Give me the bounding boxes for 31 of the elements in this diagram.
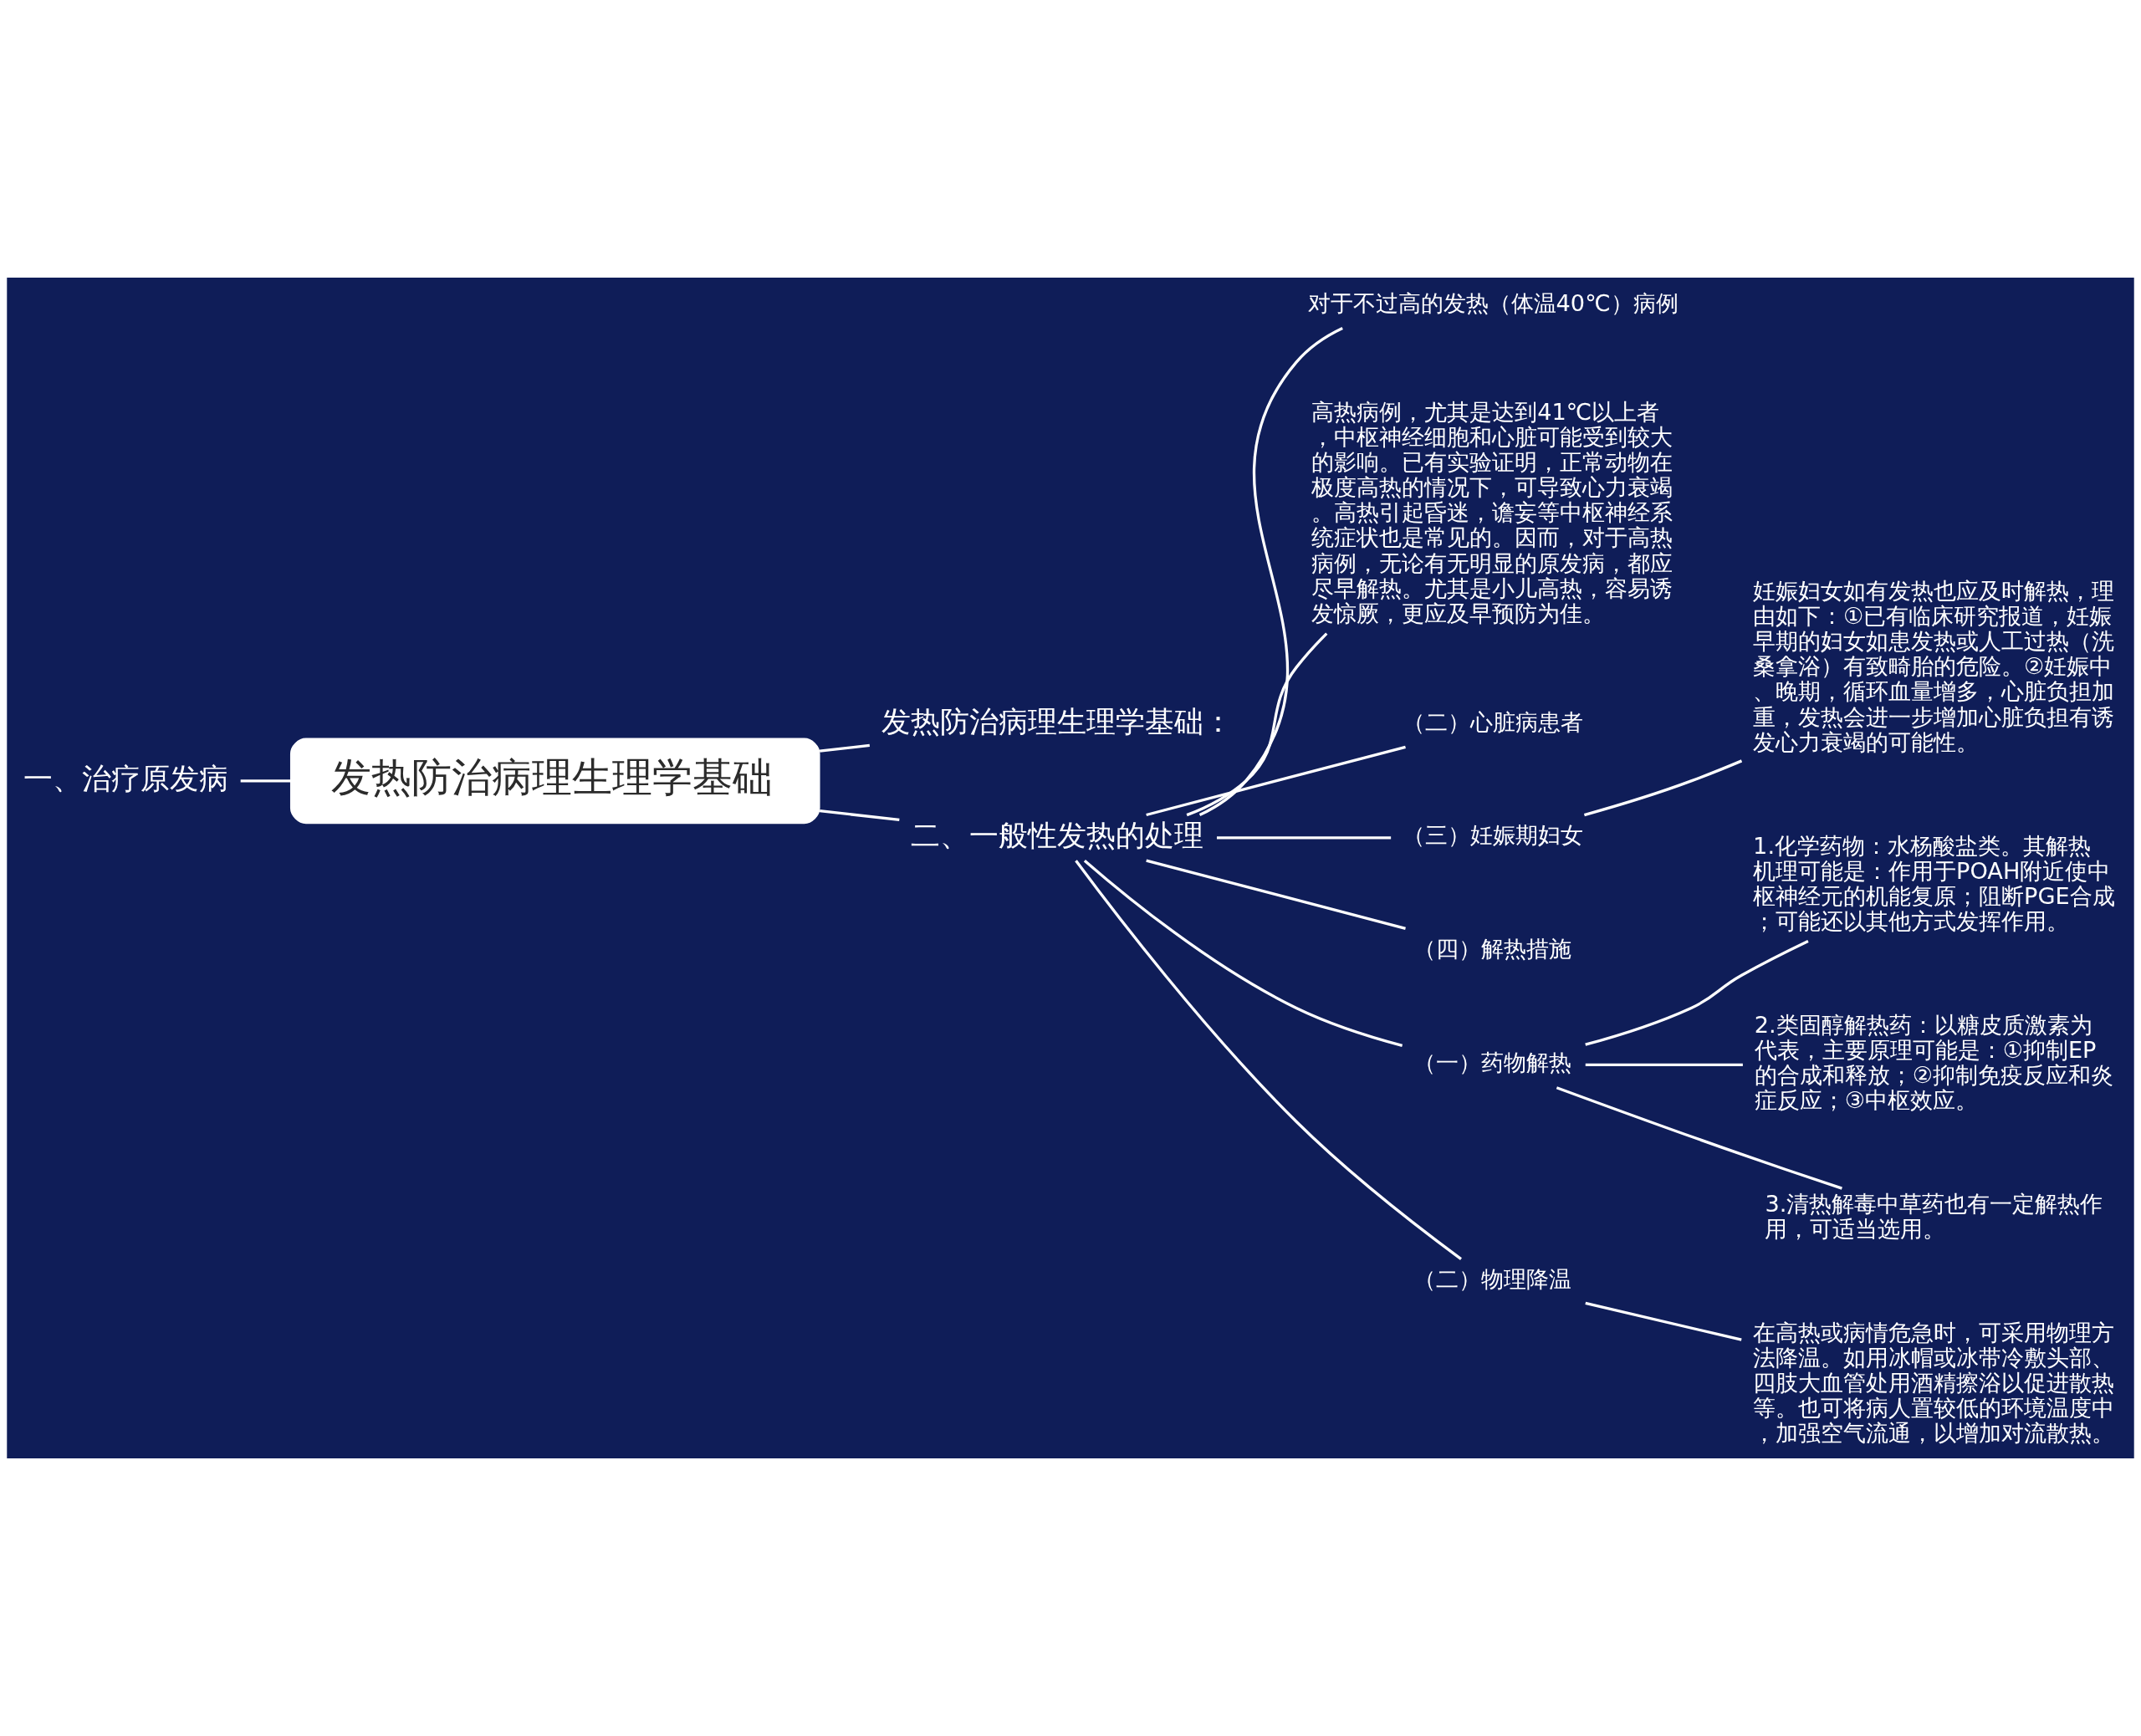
node-text: 3.清热解毒中草药也有一定解热作用，可适当选用。: [1765, 1190, 2103, 1243]
node-text: 对于不过高的发热（体温40℃）病例: [1307, 289, 1679, 316]
connector: [1585, 1301, 1742, 1341]
node-text: （四）解热措施: [1413, 936, 1572, 962]
connector: [1186, 632, 1328, 817]
connector: [1585, 940, 1809, 1046]
node-text: （三）妊娠期妇女: [1402, 822, 1583, 849]
connector: [819, 809, 900, 822]
node-text: 2.类固醇解热药：以糖皮质激素为代表，主要原理可能是：①抑制EP的合成和释放；②抑制免疫反应和炎症反应；③中枢效应。: [1754, 1011, 2113, 1114]
node-text: 1.化学药物：水杨酸盐类。其解热机理可能是：作用于POAH附近使中枢神经元的机能复原；阻断PGE合成；可能还以其他方式发挥作用。: [1753, 832, 2115, 935]
node-text: 一、治疗原发病: [23, 761, 228, 795]
node-text: （二）心脏病患者: [1402, 708, 1583, 735]
node-text: 高热病例，尤其是达到41℃以上者，中枢神经细胞和心脏可能受到较大的影响。已有实验证明，正常动物在极度高热的情况下，可导致心力衰竭。高热引起昏迷，谵妄等中枢神经系统症状也是常见的。因而，对于高热病例，无论有无明显的原发病，都应尽早解热。尤其是小儿高热，容易诱发惊厥，更应及早预防为佳。: [1311, 398, 1673, 626]
node-text: 二、一般性发热的处理: [911, 818, 1204, 852]
node-box: 发热防治病理生理学基础: [289, 738, 820, 825]
connector: [1216, 836, 1392, 840]
connector: [1583, 759, 1743, 817]
connector: [1585, 1063, 1743, 1066]
connector: [819, 743, 870, 753]
connector: [1146, 745, 1406, 817]
node-text: （二）物理降温: [1413, 1266, 1572, 1293]
connector: [1075, 860, 1462, 1260]
connector: [1198, 326, 1343, 817]
connector: [1146, 859, 1406, 930]
connector: [240, 779, 291, 783]
connector: [1083, 859, 1403, 1047]
node-text: 发热防治病理生理学基础：: [881, 704, 1233, 738]
connector: [1556, 1086, 1842, 1190]
node-text: （一）药物解热: [1413, 1049, 1572, 1075]
node-text: 在高热或病情危急时，可采用物理方法降温。如用冰帽或冰带冷敷头部、四肢大血管处用酒精擦浴以促进散热等。也可将病人置较低的环境温度中，加强空气流通，以增加对流散热。: [1753, 1319, 2115, 1447]
node-text: 妊娠妇女如有发热也应及时解热，理由如下：①已有临床研究报道，妊娠早期的妇女如患发热或人工过热（洗桑拿浴）有致畸胎的危险。②妊娠中、晚期，循环血量增多，心脏负担加重，发热会进一步增加心脏负担有诱发心力衰竭的可能性。: [1753, 577, 2115, 755]
